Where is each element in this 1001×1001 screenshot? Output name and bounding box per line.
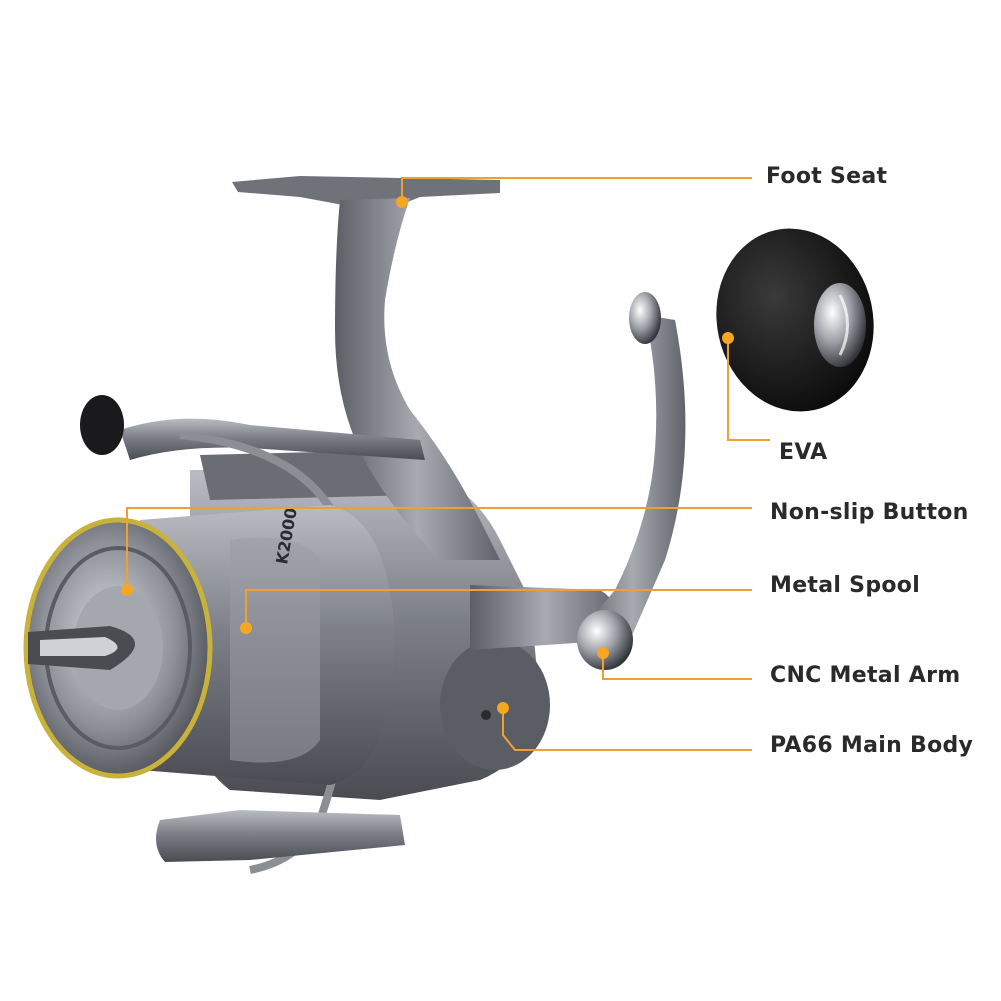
leader-non-slip-button: [126, 507, 752, 590]
foot-seat: [232, 176, 500, 560]
eva-knob: [716, 228, 874, 412]
dot-pa66-main-body: [497, 702, 509, 714]
label-foot-seat: Foot Seat: [766, 164, 888, 189]
leader-cnc-metal-arm: [602, 653, 752, 680]
dot-non-slip-button: [121, 584, 133, 596]
leader-foot-seat: [401, 177, 752, 202]
callout-dots: [121, 196, 734, 714]
dot-metal-spool: [240, 622, 252, 634]
leader-metal-spool: [245, 589, 752, 628]
label-pa66-main-body: PA66 Main Body: [770, 733, 974, 758]
dot-cnc-metal-arm: [597, 647, 609, 659]
label-non-slip-button: Non-slip Button: [770, 500, 969, 525]
dot-foot-seat: [396, 196, 408, 208]
leader-eva: [727, 338, 770, 441]
leader-pa66-main-body: [502, 708, 752, 751]
label-cnc-metal-arm: CNC Metal Arm: [770, 663, 961, 688]
cnc-metal-arm: [470, 292, 686, 670]
dot-eva: [722, 332, 734, 344]
callout-leaders: [126, 177, 770, 751]
metal-spool: K2000: [23, 505, 395, 785]
label-metal-spool: Metal Spool: [770, 573, 921, 598]
label-eva: EVA: [779, 440, 828, 465]
